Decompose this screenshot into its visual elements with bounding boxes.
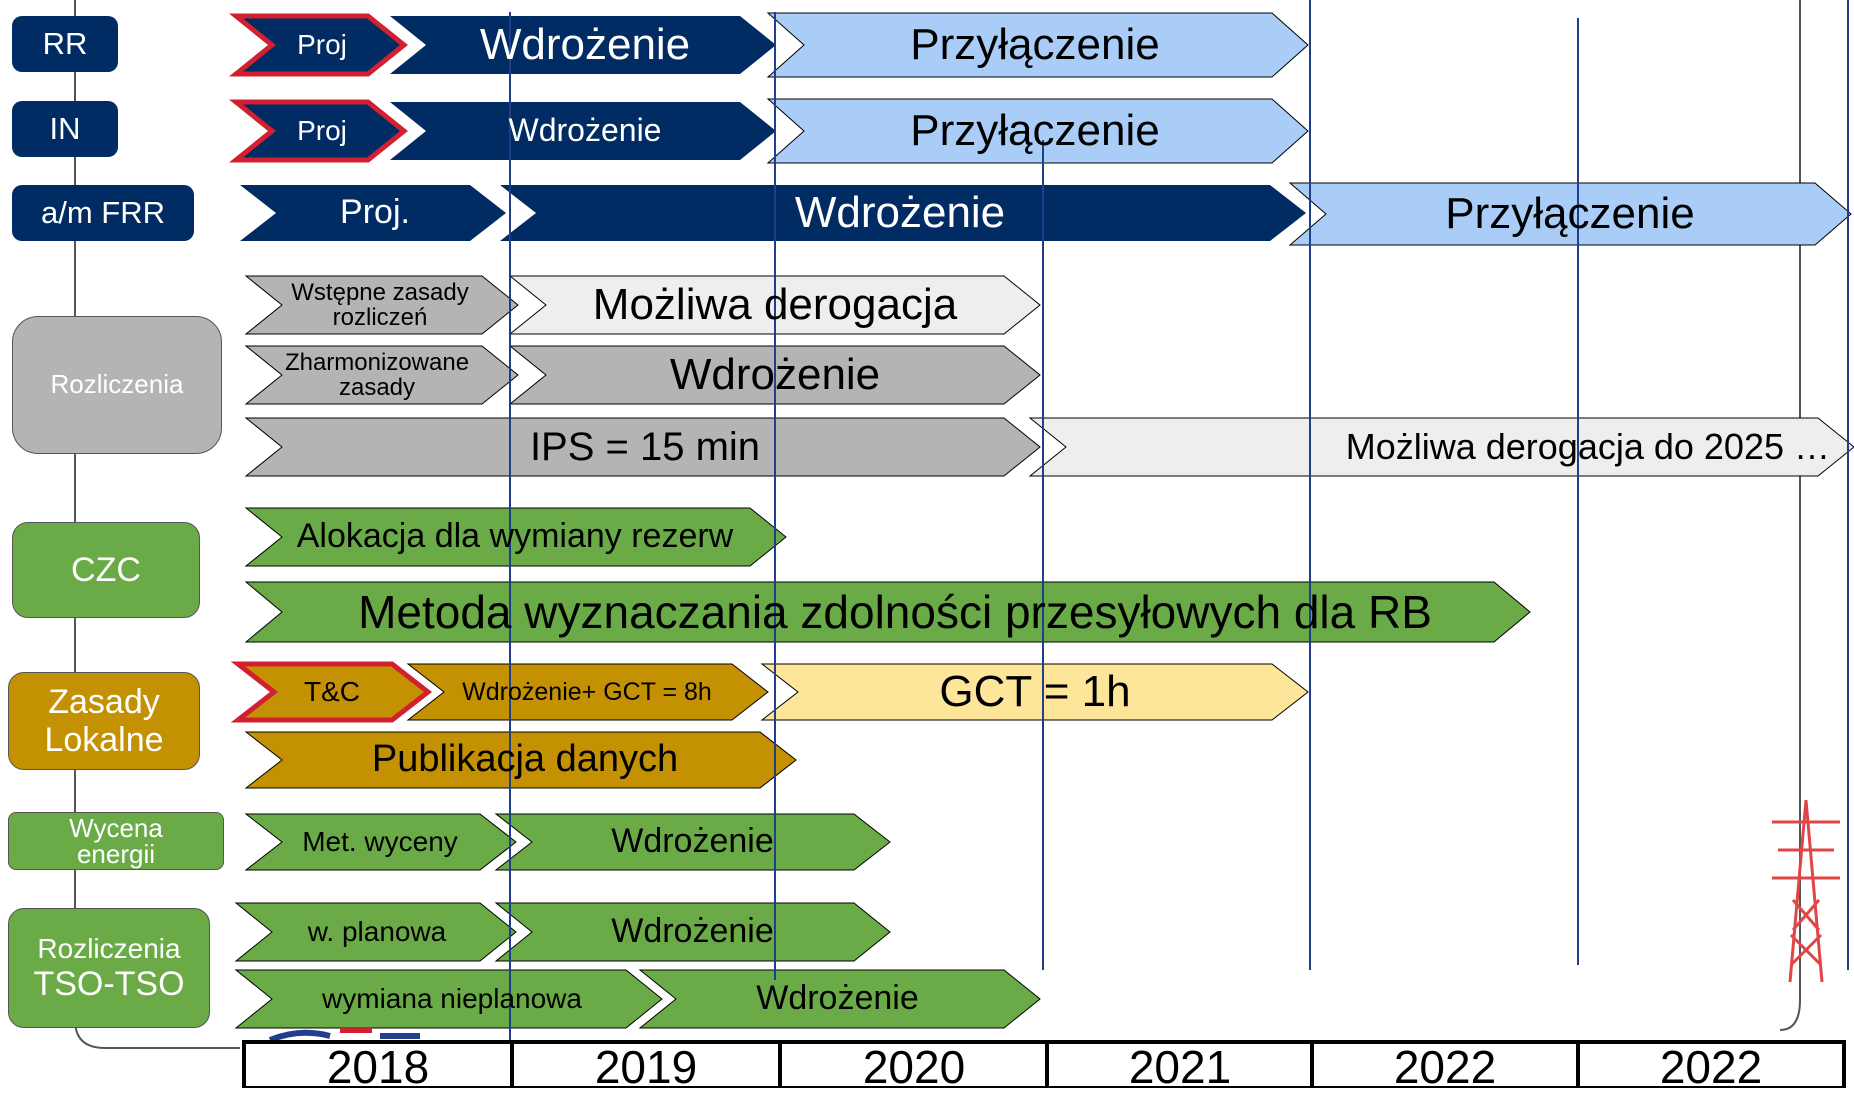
category-settlement-label: Rozliczenia [50,369,184,400]
transmission-tower-icon [1772,799,1840,983]
company-logo [268,1027,420,1043]
category-in: IN [12,101,118,157]
category-local-rules-label-2: Lokalne [44,721,164,759]
category-tso-settlement-label-2: TSO-TSO [33,964,185,1003]
year-label: 2020 [862,1041,966,1093]
category-tso-settlement-label-1: Rozliczenia [37,933,181,965]
category-in-label: IN [49,110,81,146]
category-rr: RR [12,16,118,72]
category-czc: CZC [12,522,200,618]
ips-bar [244,417,1041,477]
prelim-rules-bar [244,275,519,335]
gct1-bar [760,663,1309,721]
year-label: 2022 [1659,1041,1763,1093]
czc-method-bar [244,581,1531,643]
afrr-proj-bar [240,185,506,241]
year-label: 2022 [1393,1041,1497,1093]
in-proj-bar [228,99,408,163]
year-label: 2019 [594,1041,698,1093]
czc-alloc-bar [244,507,787,567]
harmonized-rules-bar [244,345,519,405]
unplanned-exchange-bar [234,969,663,1029]
year-label: 2018 [326,1041,430,1093]
category-czc-label: CZC [71,550,141,589]
planned-impl-bar [494,902,891,962]
unplanned-impl-bar [638,969,1041,1029]
publication-bar [244,731,797,789]
pricing-impl-bar [494,813,891,871]
category-afrr: a/m FRR [12,185,194,241]
rr-impl-bar [390,16,776,74]
category-rr-label: RR [42,25,88,61]
afrr-impl-bar [500,185,1306,241]
tc-bar [230,661,433,723]
category-energy-pricing-label-1: Wycena [69,813,163,843]
rr-proj-bar [228,13,408,77]
planned-exchange-bar [234,902,517,962]
in-conn-bar [766,98,1309,164]
category-energy-pricing-label-2: energii [76,839,156,869]
gct8-bar [406,663,769,721]
category-afrr-label: a/m FRR [41,194,165,230]
year-label: 2021 [1128,1041,1232,1093]
right-connector-line [1779,0,1801,1031]
pricing-method-bar [244,813,517,871]
category-local-rules: Zasady Lokalne [8,672,200,770]
rr-conn-bar [766,12,1309,78]
category-tso-settlement: Rozliczenia TSO-TSO [8,908,210,1028]
category-settlement: Rozliczenia [12,316,222,454]
category-energy-pricing: Wycena energii [8,812,224,870]
ips-derogation-bar [1028,417,1854,477]
afrr-conn-bar [1288,182,1852,246]
category-local-rules-label-1: Zasady [48,682,160,721]
in-impl-bar [390,102,776,160]
